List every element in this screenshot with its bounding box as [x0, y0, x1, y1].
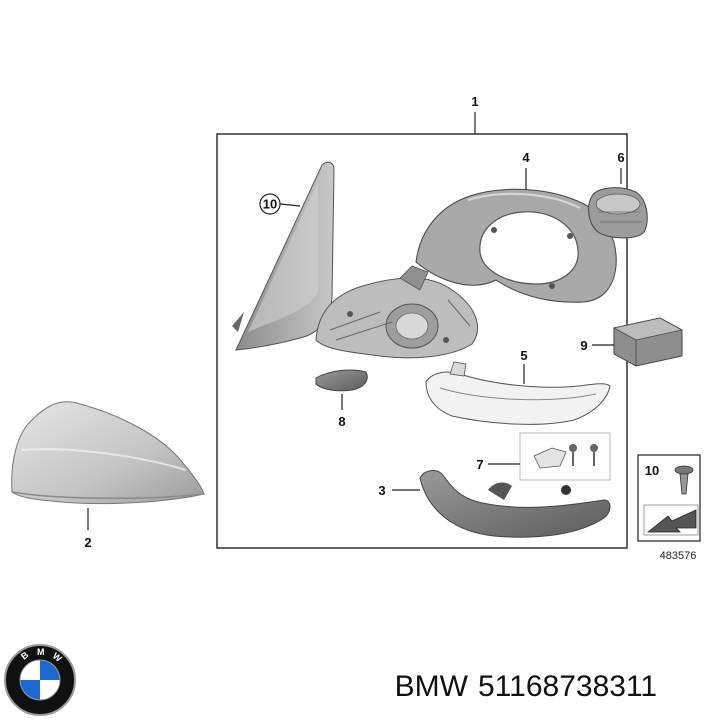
caption-brand: BMW [395, 670, 469, 703]
mirror-mechanism-housing [315, 265, 478, 359]
part-4-housing [415, 188, 617, 303]
caption-part-number: 51168738311 [478, 670, 657, 703]
svg-text:1: 1 [471, 94, 478, 109]
svg-text:9: 9 [580, 338, 587, 353]
mirror-cover-cap [11, 401, 205, 505]
callout-9: 9 [580, 338, 614, 353]
callout-1: 1 [471, 94, 479, 134]
callout-2: 2 [84, 508, 92, 550]
svg-text:3: 3 [378, 483, 385, 498]
callout-7: 7 [476, 457, 520, 472]
callout-8: 8 [338, 394, 346, 429]
callout-5: 5 [520, 348, 528, 384]
part-3-lower-trim [419, 470, 611, 538]
svg-text:M: M [37, 647, 45, 657]
svg-text:8: 8 [338, 414, 345, 429]
mirror-base-arm [232, 161, 335, 351]
legend-part-10: 10 [645, 463, 694, 495]
part-7-fastener-kit [519, 432, 611, 481]
svg-text:10: 10 [263, 197, 277, 212]
bmw-logo: B M W [4, 644, 76, 716]
reference-number: 483576 [660, 550, 697, 562]
part-5-light-strip [425, 361, 611, 425]
svg-text:4: 4 [522, 150, 530, 165]
svg-text:7: 7 [476, 457, 483, 472]
svg-text:2: 2 [84, 535, 91, 550]
svg-text:B: B [19, 649, 31, 661]
part-6-motor [588, 187, 648, 239]
part-9-module [612, 317, 684, 367]
legend-box [637, 454, 701, 542]
callout-3: 3 [378, 483, 420, 498]
legend-arrow-icon [643, 504, 699, 536]
caption: BMW 51168738311 [395, 670, 657, 703]
svg-text:5: 5 [520, 348, 527, 363]
svg-text:10: 10 [645, 463, 659, 478]
callout-4: 4 [522, 150, 530, 190]
part-8-cover [315, 369, 368, 392]
callout-6: 6 [617, 150, 625, 184]
svg-text:6: 6 [617, 150, 624, 165]
callout-10: 10 [259, 193, 301, 215]
